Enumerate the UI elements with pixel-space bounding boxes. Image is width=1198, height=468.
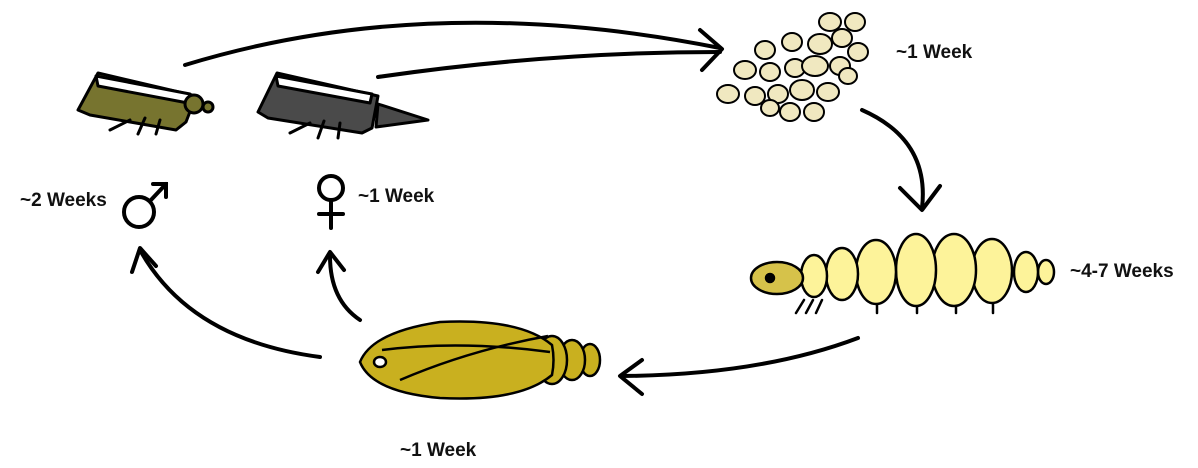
female-symbol-icon xyxy=(319,176,343,228)
male-duration-label: ~2 Weeks xyxy=(20,190,107,212)
arrow-eggs-to-larva xyxy=(862,110,940,210)
egg-cluster-icon xyxy=(717,13,868,121)
arrow-pupa-to-female xyxy=(318,252,360,320)
arrow-male-to-eggs xyxy=(185,23,722,70)
arrow-female-to-eggs xyxy=(378,52,720,77)
larva-duration-label: ~4-7 Weeks xyxy=(1070,261,1174,283)
larva-icon xyxy=(751,234,1054,313)
eggs-duration-label: ~1 Week xyxy=(896,42,972,64)
pupa-duration-label: ~1 Week xyxy=(400,440,476,462)
pupa-icon xyxy=(360,321,600,398)
male-symbol-icon xyxy=(124,184,166,227)
arrow-larva-to-pupa xyxy=(620,338,858,394)
male-sawfly-icon xyxy=(78,73,213,134)
female-duration-label: ~1 Week xyxy=(358,186,434,208)
female-sawfly-icon xyxy=(258,73,428,138)
arrow-pupa-to-male xyxy=(132,248,320,357)
